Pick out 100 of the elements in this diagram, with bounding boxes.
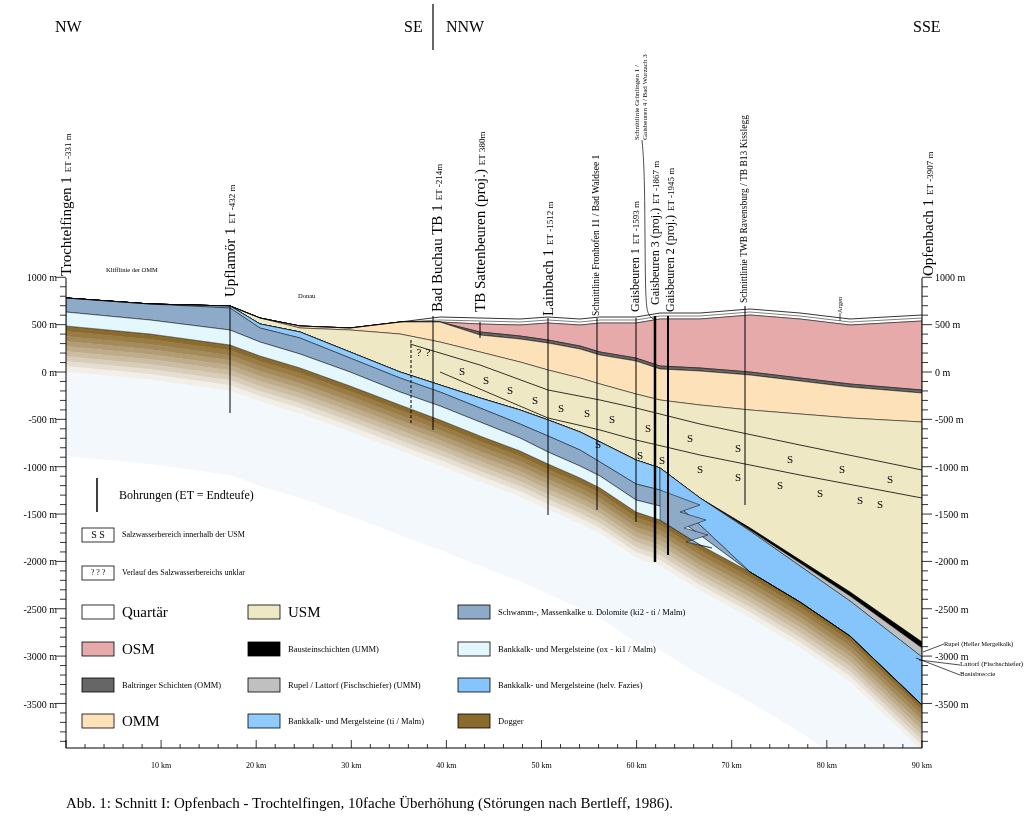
legend-label: Dogger	[498, 716, 524, 726]
axis-tick-label: 1000 m	[26, 273, 57, 283]
axis-tick-label: 80 km	[816, 762, 837, 770]
axis-tick-label: 30 km	[341, 762, 362, 770]
axis-tick-label: -2500 m	[23, 604, 57, 615]
axis-tick-label: -2500 m	[935, 604, 969, 615]
axis-tick-label: 90 km	[911, 762, 932, 770]
saltwater-mark: S	[506, 384, 514, 396]
axis-tick-label: 500 m	[31, 320, 57, 331]
final-depth-label: ET -3907 m	[925, 151, 935, 195]
legend-label: Bausteinschichten (UMM)	[288, 644, 379, 654]
borehole-name: TB Sattenbeuren (proj.)	[472, 169, 488, 312]
figure-caption: Abb. 1: Schnitt I: Opfenbach - Trochtelfingen, 10fache Überhöhung (Störungen nach Bertleff, 1986).	[66, 795, 674, 811]
saltwater-mark: S	[636, 449, 644, 461]
saltwater-mark: S	[886, 473, 894, 485]
axis-tick-label: 20 km	[246, 762, 267, 770]
axis-tick-label: -2000 m	[935, 557, 969, 568]
legend-label: Verlauf des Salzwasserbereichs unklar	[122, 569, 245, 577]
axis-tick-label: 500 m	[935, 320, 961, 331]
axis-tick-label: -1500 m	[23, 510, 57, 520]
axis-tick-label: -3000 m	[935, 652, 969, 663]
axis-tick-label: 10 km	[151, 762, 172, 770]
saltwater-mark: S	[876, 498, 884, 510]
legend-label: Salzwasserbereich innerhalb der USM	[122, 531, 245, 539]
axis-tick-label: -3500 m	[935, 699, 969, 710]
saltwater-mark: S	[686, 432, 694, 444]
saltwater-mark: S	[776, 479, 784, 491]
legend-label: Bankkalk- und Mergelsteine (ox - ki1 / Malm)	[498, 644, 656, 654]
saltwater-mark: S	[644, 422, 652, 434]
axis-tick-label: 0 m	[935, 367, 951, 378]
borehole-name: Upflamör 1	[222, 227, 238, 297]
legend-label: Bankkalk- und Mergelsteine (helv. Fazies)	[498, 680, 643, 690]
saltwater-mark: S	[531, 394, 539, 406]
final-depth-label: ET -1945 m	[667, 167, 676, 212]
saltwater-mark: S	[734, 471, 742, 483]
saltwater-mark: S	[734, 442, 742, 454]
axis-tick-label: 40 km	[436, 762, 457, 770]
uncertainty-mark: ?	[416, 346, 422, 358]
saltwater-mark: S	[816, 487, 824, 499]
legend-sample-text: ? ? ?	[90, 569, 106, 577]
borehole-name: Bad Buchau TB 1	[429, 204, 445, 312]
axis-tick-label: -1000 m	[23, 462, 57, 473]
legend-label: Schwamm-, Massenkalke u. Dolomite (ki2 - ti / Malm)	[498, 607, 686, 617]
direction-label: NW	[55, 19, 82, 35]
section-line-label: Schnittlinie Fronhofen 11 / Bad Waldsee 1	[592, 154, 602, 316]
final-depth-label: ET 380m	[477, 131, 487, 166]
axis-tick-label: 1000 m	[935, 273, 966, 283]
borehole-name: Gaisbeuren 3 (proj.)	[649, 208, 661, 305]
leader-line	[922, 643, 945, 653]
leader-line	[915, 657, 961, 676]
final-depth-label: ET -214m	[434, 163, 444, 201]
leader-line	[918, 659, 961, 666]
saltwater-mark: S	[838, 463, 846, 475]
legend-label: USM	[288, 604, 321, 620]
final-depth-label: ET -1867 m	[652, 160, 661, 205]
legend-label: Rupel / Lattorf (Fischschiefer) (UMM)	[288, 680, 421, 690]
saltwater-mark: S	[856, 494, 864, 506]
legend-label: OMM	[122, 713, 160, 729]
saltwater-mark: S	[583, 407, 591, 419]
legend-label: Bankkalk- und Mergelsteine (ti / Malm)	[288, 716, 425, 726]
legend-label: Baltringer Schichten (OMM)	[122, 680, 222, 690]
borehole-name: Gaisbeuren 2 (proj.)	[664, 215, 676, 312]
saltwater-mark: S	[482, 374, 490, 386]
final-depth-label: ET -432 m	[227, 184, 237, 224]
axis-tick-label: 60 km	[626, 762, 647, 770]
final-depth-label: ET -1512 m	[545, 201, 555, 245]
axis-tick-label: -500 m	[935, 415, 964, 426]
leader-line	[641, 139, 656, 321]
saltwater-mark: S	[594, 438, 602, 450]
section-line-label: Schnittlinie TWB Ravensburg / TB B13 Kisslegg	[740, 115, 750, 303]
direction-label: NNW	[446, 19, 485, 35]
axis-tick-label: 70 km	[721, 762, 742, 770]
legend-sample-text: S S	[91, 530, 105, 540]
uncertainty-mark: ?	[425, 346, 431, 358]
axis-tick-label: 50 km	[531, 762, 552, 770]
saltwater-mark: S	[557, 402, 565, 414]
legend-label: OSM	[122, 641, 155, 657]
borehole-name: Gaisbeuren 1	[629, 248, 641, 312]
direction-label: SE	[404, 19, 423, 35]
axis-tick-label: -1500 m	[935, 510, 969, 520]
saltwater-mark: S	[696, 463, 704, 475]
borehole-name: Trochtelfingen 1	[58, 176, 74, 276]
axis-tick-label: 0 m	[41, 367, 57, 378]
final-depth-label: ET -331 m	[63, 133, 73, 173]
legend-label: Bohrungen (ET = Endteufe)	[119, 489, 254, 501]
axis-tick-label: -3000 m	[23, 652, 57, 663]
borehole-name: Lainbach 1	[540, 248, 556, 316]
axis-tick-label: -1000 m	[935, 462, 969, 473]
axis-tick-label: -500 m	[28, 415, 57, 426]
legend-label: Quartär	[122, 604, 168, 620]
axis-tick-label: -2000 m	[23, 557, 57, 568]
saltwater-mark: S	[658, 454, 666, 466]
borehole-name: Opfenbach 1	[920, 198, 936, 276]
axis-tick-label: -3500 m	[23, 699, 57, 710]
saltwater-mark: S	[458, 366, 466, 377]
saltwater-mark: S	[786, 453, 794, 465]
final-depth-label: ET -1593 m	[632, 201, 641, 245]
leader-line	[839, 312, 841, 322]
direction-label: SSE	[913, 19, 941, 35]
saltwater-mark: S	[608, 413, 616, 425]
